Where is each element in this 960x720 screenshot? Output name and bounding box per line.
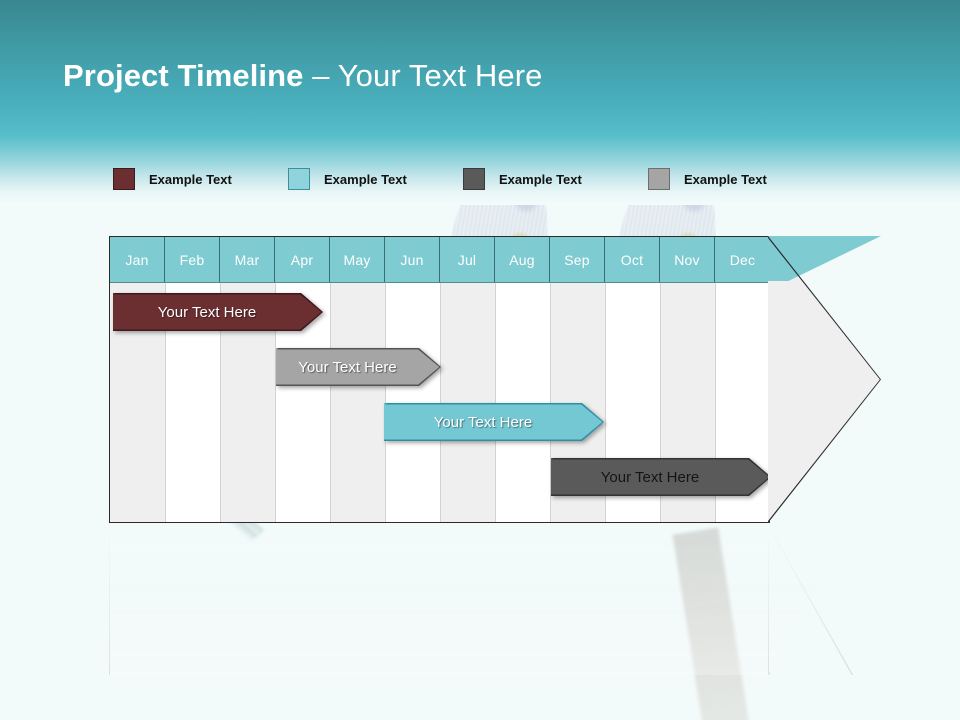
month-header-apr[interactable]: Apr (275, 237, 330, 282)
task-bar-2[interactable]: Your Text Here (276, 348, 441, 386)
page-title: Project Timeline – Your Text Here (63, 58, 542, 94)
column-divider (165, 237, 166, 522)
month-header-label: Apr (290, 251, 314, 268)
month-header-oct[interactable]: Oct (605, 237, 660, 282)
column-divider (605, 237, 606, 522)
month-header-jan[interactable]: Jan (110, 237, 165, 282)
task-bar-label: Your Text Here (600, 468, 700, 486)
month-column-mar (220, 237, 275, 522)
legend-label: Example Text (684, 171, 767, 187)
timeline-grid: Jan Feb Mar Apr May Jun Jul Aug Sep Oct … (109, 236, 771, 523)
reflection-grid (109, 525, 770, 675)
column-divider (440, 237, 441, 522)
task-bar-shape (113, 293, 323, 331)
legend-label: Example Text (149, 171, 232, 187)
column-divider (550, 237, 551, 522)
month-header-label: Jul (457, 251, 477, 268)
legend-swatch-icon (113, 168, 135, 190)
column-divider (275, 237, 276, 522)
month-header-label: Nov (674, 251, 700, 268)
legend-swatch-icon (463, 168, 485, 190)
legend-item[interactable]: Example Text (648, 168, 767, 190)
reflection-arrow-edge (768, 525, 881, 675)
task-bar-fill (551, 458, 771, 496)
chart-reflection (109, 525, 881, 675)
task-bar-4[interactable]: Your Text Here (551, 458, 771, 496)
month-column-oct (605, 237, 660, 522)
month-column-jan (110, 237, 165, 522)
month-header-mar[interactable]: Mar (220, 237, 275, 282)
month-header-aug[interactable]: Aug (495, 237, 550, 282)
task-bar-1[interactable]: Your Text Here (113, 293, 323, 331)
month-column-apr (275, 237, 330, 522)
month-header-label: May (343, 251, 371, 268)
legend-label: Example Text (499, 171, 582, 187)
legend-swatch-icon (648, 168, 670, 190)
task-bar-fill (384, 403, 604, 441)
page-title-light: – Your Text Here (303, 58, 543, 93)
month-header-jul[interactable]: Jul (440, 237, 495, 282)
column-divider (660, 237, 661, 522)
reflection-arrow-head (768, 525, 882, 675)
timeline-arrow-head-icon (768, 236, 881, 523)
month-header-label: Oct (620, 251, 644, 268)
legend-item[interactable]: Example Text (288, 168, 407, 190)
task-bar-3[interactable]: Your Text Here (384, 403, 604, 441)
month-header-label: Feb (179, 251, 205, 268)
legend-item[interactable]: Example Text (463, 168, 582, 190)
month-header-feb[interactable]: Feb (165, 237, 220, 282)
month-header-label: Dec (729, 251, 756, 268)
page-title-bold: Project Timeline (63, 58, 304, 93)
legend: Example Text Example Text Example Text E… (0, 168, 960, 196)
branch-photo (672, 527, 750, 720)
task-bar-fill (276, 348, 441, 386)
legend-swatch-icon (288, 168, 310, 190)
column-divider (715, 237, 716, 522)
month-column-aug (495, 237, 550, 522)
header-underline (110, 282, 771, 283)
month-header-label: Jan (125, 251, 149, 268)
month-column-feb (165, 237, 220, 522)
legend-item[interactable]: Example Text (113, 168, 232, 190)
task-bar-label: Your Text Here (433, 413, 533, 431)
month-header-dec[interactable]: Dec (715, 237, 770, 282)
month-header-label: Mar (234, 251, 260, 268)
column-divider (220, 237, 221, 522)
month-column-dec (715, 237, 770, 522)
month-header-may[interactable]: May (330, 237, 385, 282)
month-column-jul (440, 237, 495, 522)
timeline-chart: Jan Feb Mar Apr May Jun Jul Aug Sep Oct … (109, 236, 881, 524)
task-bar-label: Your Text Here (157, 303, 257, 321)
task-bar-shape (384, 403, 604, 441)
month-header-label: Sep (564, 251, 590, 268)
month-header-label: Aug (509, 251, 535, 268)
month-header-label: Jun (400, 251, 424, 268)
task-bar-shape (276, 348, 441, 386)
legend-label: Example Text (324, 171, 407, 187)
month-header-jun[interactable]: Jun (385, 237, 440, 282)
task-bar-shape (551, 458, 771, 496)
month-header-sep[interactable]: Sep (550, 237, 605, 282)
column-divider (495, 237, 496, 522)
task-bar-label: Your Text Here (298, 358, 397, 376)
task-bar-fill (113, 293, 323, 331)
month-header-nov[interactable]: Nov (660, 237, 715, 282)
